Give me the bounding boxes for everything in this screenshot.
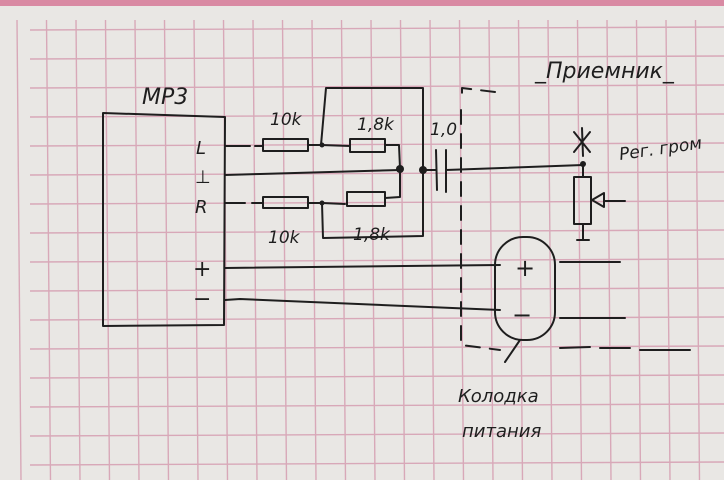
grid-line	[399, 19, 406, 480]
pin-right-label: R	[195, 197, 208, 218]
grid-line	[252, 19, 258, 480]
capacitor-label: 1,0	[430, 120, 457, 140]
grid-line	[104, 19, 111, 480]
grid-line	[29, 432, 724, 437]
pin-minus-label: −	[193, 287, 211, 312]
grid-line	[281, 19, 288, 480]
grid-line	[29, 171, 724, 176]
power-connector	[494, 236, 556, 341]
right-channel-wires	[224, 169, 424, 239]
grid-line	[635, 19, 642, 480]
pin-left-label: L	[196, 138, 206, 159]
grid-line	[29, 26, 724, 31]
capacitor-symbol	[422, 149, 584, 193]
resistor-right-1-8k-label: 1,8k	[353, 225, 391, 245]
grid-line	[29, 374, 724, 379]
grid-line	[45, 19, 52, 480]
grid-line	[29, 287, 724, 292]
plus-wire	[224, 261, 621, 269]
grid-line	[29, 403, 724, 408]
potentiometer-wiper-arrow-icon	[576, 192, 626, 241]
grid-line	[340, 19, 347, 480]
grid-line	[222, 19, 229, 480]
potentiometer	[573, 176, 592, 225]
grid-line	[311, 19, 317, 480]
resistor-left-1-8k-label: 1,8k	[357, 115, 395, 135]
grid-line	[29, 461, 724, 466]
resistor-right-10k-label: 10k	[268, 228, 301, 248]
grid-line	[488, 19, 494, 480]
grid-line	[606, 19, 612, 480]
minus-wire	[224, 298, 626, 319]
grid-line	[29, 258, 724, 263]
mp3-player-box	[102, 112, 226, 327]
grid-line	[665, 19, 671, 480]
receiver-boundary	[460, 87, 501, 351]
grid-line	[16, 19, 22, 480]
grid-line	[458, 19, 465, 480]
grid-line	[694, 19, 701, 480]
grid-line	[163, 19, 170, 480]
connector-label-line1: Колодка	[458, 386, 539, 407]
asterisk-icon	[573, 127, 591, 157]
pin-plus-label: +	[193, 257, 211, 282]
resistor-left-10k-label: 10k	[270, 110, 303, 130]
pin-ground-label: ⊥	[195, 167, 211, 188]
grid-line	[29, 55, 724, 60]
volume-control-label: Рег. гром	[618, 134, 704, 165]
grid-line	[75, 19, 81, 480]
grid-paper	[16, 19, 724, 480]
connector-minus-label: −	[512, 301, 532, 329]
connector-dashes	[504, 339, 691, 363]
page-top-strip	[0, 0, 724, 6]
grid-line	[517, 19, 524, 480]
grid-line	[370, 19, 376, 480]
junction-right	[319, 200, 325, 206]
grid-line	[29, 113, 724, 118]
receiver-title: _Приемник_	[534, 59, 675, 84]
connector-label-line2: питания	[462, 421, 541, 442]
grid-line	[29, 229, 724, 234]
grid-line	[193, 19, 199, 480]
grid-line	[576, 19, 583, 480]
grid-line	[429, 19, 435, 480]
junction-left	[319, 142, 325, 148]
mp3-label: MP3	[142, 85, 188, 110]
grid-line	[134, 19, 140, 480]
grid-line	[29, 84, 724, 89]
grid-line	[29, 345, 724, 350]
grid-line	[29, 142, 724, 147]
connector-plus-label: +	[515, 254, 535, 282]
ground-wire	[224, 169, 401, 176]
